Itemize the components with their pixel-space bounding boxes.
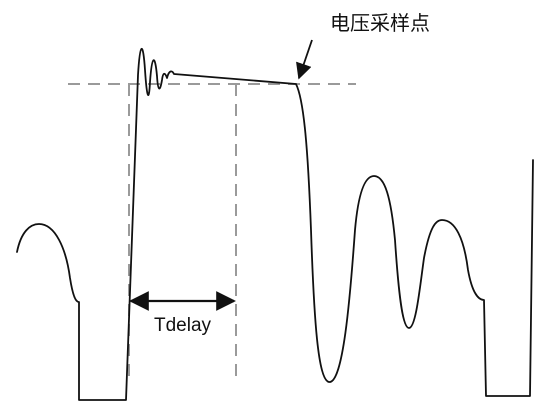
signal-waveform xyxy=(16,47,534,401)
tdelay-label: Tdelay xyxy=(154,315,212,336)
sample-point-pointer-arrow xyxy=(296,39,313,80)
guide-lines xyxy=(68,83,356,380)
sample-point-label: 电压采样点 xyxy=(330,11,430,35)
